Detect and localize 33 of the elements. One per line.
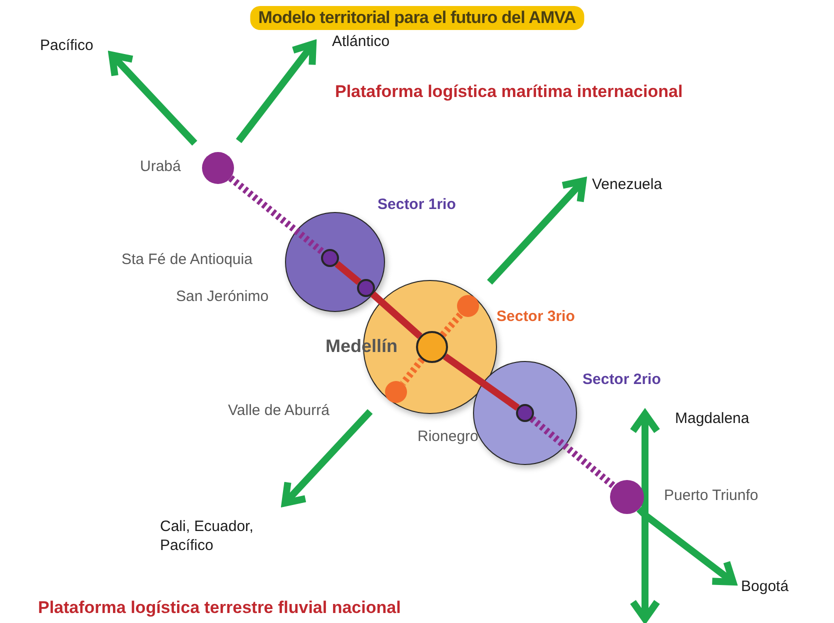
connector-line xyxy=(370,291,422,339)
platform-heading: Plataforma logística marítima internacional xyxy=(335,82,683,102)
place-label: Puerto Triunfo xyxy=(664,487,758,504)
sector-label: Sector 2rio xyxy=(582,370,661,388)
destination-label: Magdalena xyxy=(675,410,750,429)
location-dot xyxy=(384,380,406,402)
sector-label: Sector 1rio xyxy=(378,196,456,212)
place-label: San Jerónimo xyxy=(176,288,269,305)
connector-line xyxy=(442,353,520,411)
sector-label: Sector 3rio xyxy=(496,308,575,324)
destination-label: Bogotá xyxy=(741,578,789,597)
arrow xyxy=(236,40,316,144)
location-dot xyxy=(356,278,374,296)
destination-label: Cali, Ecuador, Pacífico xyxy=(160,518,280,556)
destination-label: Venezuela xyxy=(592,176,662,195)
arrow xyxy=(282,409,373,506)
connector-line xyxy=(228,175,326,256)
destination-label: Pacífico xyxy=(40,37,94,56)
place-label: Rionegro xyxy=(418,428,478,444)
place-label: Urabá xyxy=(140,158,181,175)
arrow xyxy=(487,178,586,285)
connector-line xyxy=(530,416,616,489)
place-label: Sta Fé de Antioquia xyxy=(122,250,252,268)
area-label: Valle de Aburrá xyxy=(228,402,330,419)
connector-line xyxy=(400,357,425,386)
connector-line xyxy=(334,261,362,285)
arrow xyxy=(108,52,198,146)
diagram-title: Modelo territorial para el futuro del AMVA xyxy=(250,6,584,30)
connector-line xyxy=(440,312,464,338)
destination-label: Atlántico xyxy=(332,33,390,52)
location-dot xyxy=(456,294,478,316)
arrow xyxy=(636,506,736,586)
platform-heading: Plataforma logística terrestre fluvial nacional xyxy=(38,598,401,618)
